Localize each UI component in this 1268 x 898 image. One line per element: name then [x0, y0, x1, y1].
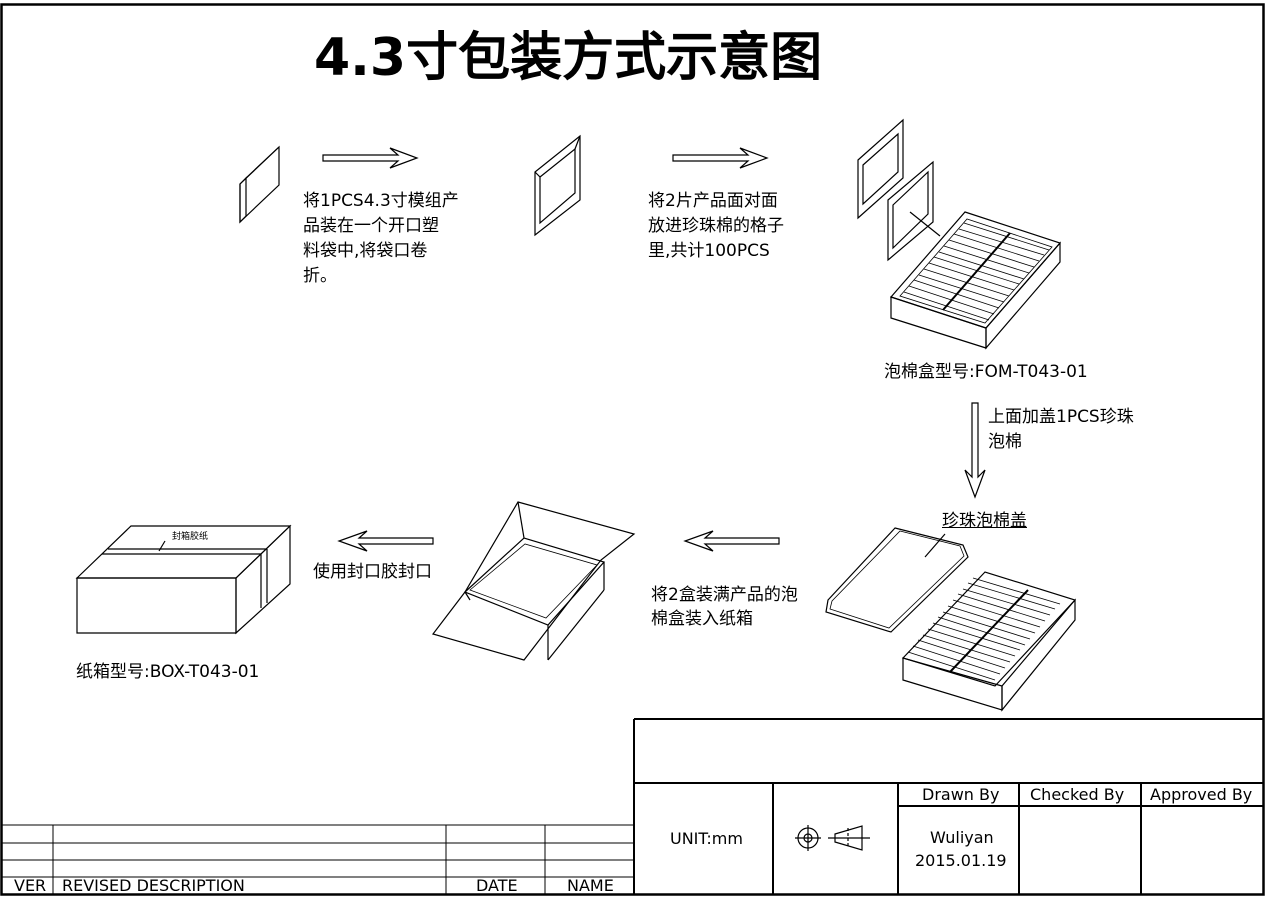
- projection-symbol-icon: [795, 825, 870, 851]
- foam-box-grid: [903, 222, 1050, 321]
- arrow-down: [964, 402, 986, 499]
- drawing-border: [0, 3, 1265, 896]
- arrow-right-2: [672, 147, 769, 169]
- rev-col-name: NAME: [567, 876, 614, 895]
- title-block: [633, 718, 1263, 894]
- rev-col-description: REVISED DESCRIPTION: [62, 876, 245, 895]
- drawn-date: 2015.01.19: [915, 851, 1007, 870]
- single-module-figure: [239, 145, 280, 224]
- arrow-left-2: [683, 530, 780, 552]
- arrow-left-1: [337, 530, 434, 552]
- step1-line1: 将1PCS4.3寸模组产: [303, 191, 459, 211]
- drawn-by-header: Drawn By: [922, 785, 1000, 804]
- foam-box-grid-2: [907, 577, 1061, 681]
- step3-line1: 上面加盖1PCS珍珠: [988, 407, 1134, 427]
- bagged-module-figure: [534, 134, 581, 237]
- lid-and-foam-box-figure: [825, 527, 1077, 712]
- page-title: 4.3寸包装方式示意图: [314, 28, 823, 88]
- step1-line3: 料袋中,将袋口卷: [303, 241, 428, 261]
- approved-by-header: Approved By: [1150, 785, 1253, 804]
- arrow-right-1: [322, 147, 419, 169]
- step2-line1: 将2片产品面对面: [648, 191, 778, 211]
- step3-line2: 泡棉: [988, 432, 1022, 452]
- step1-line2: 品装在一个开口塑: [303, 216, 439, 236]
- foam-box-model-label: 泡棉盒型号:FOM-T043-01: [884, 362, 1088, 382]
- rev-col-date: DATE: [476, 876, 518, 895]
- rev-col-ver: VER: [14, 876, 47, 895]
- checked-by-header: Checked By: [1030, 785, 1125, 804]
- sealed-carton-figure: [75, 524, 292, 635]
- open-carton-figure: [431, 501, 636, 661]
- unit-label: UNIT:mm: [670, 829, 743, 848]
- step2-line3: 里,共计100PCS: [648, 241, 770, 261]
- step1-line4: 折。: [303, 266, 337, 286]
- step5-text: 使用封口胶封口: [313, 562, 432, 582]
- carton-model-label: 纸箱型号:BOX-T043-01: [76, 662, 260, 682]
- step2-line2: 放进珍珠棉的格子: [648, 216, 784, 236]
- drawn-by-name: Wuliyan: [930, 828, 994, 847]
- step4-line1: 将2盒装满产品的泡: [651, 585, 798, 605]
- panels-and-foam-box-figure: [857, 118, 1062, 350]
- pearl-foam-lid-label: 珍珠泡棉盖: [942, 511, 1027, 531]
- step4-line2: 棉盒装入纸箱: [651, 609, 753, 629]
- revision-table: [1, 824, 634, 894]
- sealing-tape-label: 封箱胶纸: [172, 532, 209, 542]
